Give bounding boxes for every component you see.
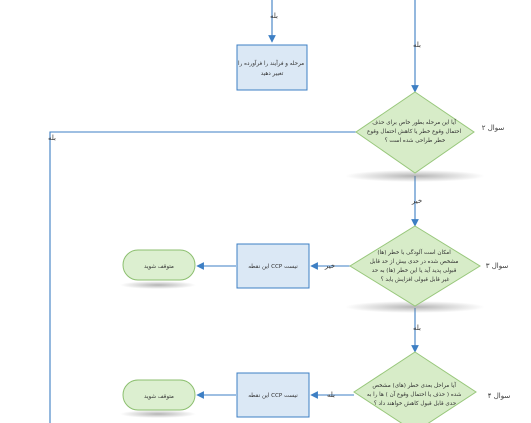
decision-shadow	[120, 281, 196, 289]
question-4: آیا مراحل بعدی خطر (های) مشخص شده ( حذف …	[353, 351, 511, 423]
svg-text:مرحله و فرآیند را فرآورده را: مرحله و فرآیند را فرآورده را تغییر دهید	[238, 60, 306, 77]
question-label: سوال ۴	[488, 392, 511, 400]
stop-text: متوقف شوید	[144, 394, 174, 400]
process-box: مرحله و فرآیند را فرآورده را تغییر دهید	[236, 44, 308, 91]
question-text-line: آیا مراحل بعدی خطر (های) مشخص	[372, 382, 456, 389]
question-text-line: مشخص شده در حدی بیش از حد قابل	[370, 259, 459, 265]
process-box-line: مرحله و فرآیند را فرآورده را	[238, 60, 304, 67]
decision-shadow	[345, 170, 485, 182]
not-ccp-box-2: این نقطه CCP نیست	[236, 372, 310, 418]
stop-text: متوقف شوید	[144, 264, 174, 270]
edge-label-right-yes: بله	[413, 41, 421, 49]
question-text-line: شده ( حذف یا احتمال وقوع آن ) ها را به	[367, 391, 462, 398]
question-2: آیا این مرحله بطور خاص برای حذف احتمال و…	[345, 91, 505, 182]
process-box-line: تغییر دهید	[261, 71, 284, 77]
edge-label-q3-no: خیر	[324, 262, 335, 270]
question-text-line: خطر طراحی شده است ؟	[385, 138, 446, 144]
connectors	[49, 0, 419, 423]
edge-label-top-yes: بله	[270, 12, 278, 20]
decision-diamond	[353, 351, 477, 423]
edge-label-q2-no: خیر	[411, 197, 422, 205]
decision-diamond	[349, 225, 481, 307]
question-text-line: احتمال وقوع خطر یا کاهش احتمال وقوع	[367, 128, 462, 135]
svg-text:آیا این مرحله بطور خاص برای حذ: آیا این مرحله بطور خاص برای حذف احتمال و…	[367, 119, 463, 144]
arrow-q2-yes-left	[49, 131, 356, 423]
edge-label-q4-yes: بله	[327, 391, 335, 399]
not-ccp-text: این نقطه CCP نیست	[248, 393, 298, 399]
question-text-line: غیر قابل قبولی افزایش یابد ؟	[381, 277, 450, 283]
edge-label-q3-yes: بله	[413, 324, 421, 332]
question-label: سوال ۳	[486, 262, 509, 270]
edge-label-left-yes: بله	[48, 134, 56, 142]
question-3: امکان است آلودگی با خطر (ها) مشخص شده در…	[345, 225, 509, 313]
question-text-line: قبولی پدید آید یا این خطر (ها) به حد	[372, 267, 457, 274]
decision-diamond	[355, 91, 475, 174]
question-text-line: حدی قابل قبول کاهش خواهند داد ؟	[374, 400, 457, 407]
stop-terminal-1: متوقف شوید	[120, 249, 196, 289]
svg-text:امکان است آلودگی با خطر (ها): امکان است آلودگی با خطر (ها) مشخص شده در…	[370, 248, 460, 283]
decision-shadow	[120, 410, 196, 418]
not-ccp-box-1: این نقطه CCP نیست	[236, 243, 310, 289]
question-text-line: آیا این مرحله بطور خاص برای حذف	[372, 119, 456, 126]
not-ccp-text: این نقطه CCP نیست	[248, 264, 298, 270]
decision-shadow	[345, 301, 485, 313]
stop-terminal-2: متوقف شوید	[120, 379, 196, 418]
question-label: سوال ۲	[482, 124, 505, 132]
svg-text:آیا مراحل بعدی خطر (های) مشخص: آیا مراحل بعدی خطر (های) مشخص شده ( حذف …	[367, 382, 463, 407]
question-text-line: امکان است آلودگی با خطر (ها)	[377, 248, 451, 256]
